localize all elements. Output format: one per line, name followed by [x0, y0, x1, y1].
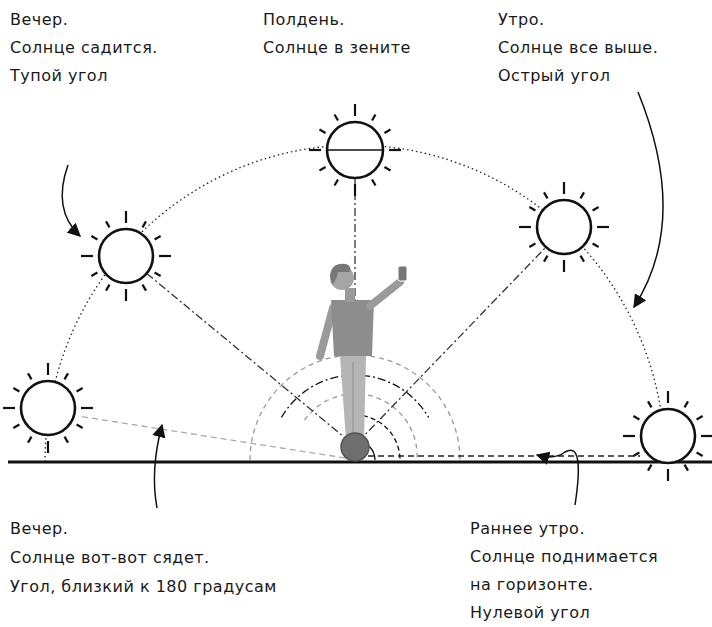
leader-arrow	[537, 450, 578, 505]
leader-arrow	[634, 92, 663, 307]
annotation-text: Солнце в зените	[263, 38, 411, 58]
sun-symbol	[519, 182, 609, 272]
sun-symbol	[309, 104, 401, 196]
angle-arc	[250, 355, 460, 460]
annotation-text: Солнце поднимается	[470, 547, 658, 567]
sight-line	[358, 245, 548, 442]
annotation-text: Солнце садится.	[10, 38, 158, 58]
annotation-text: Нулевой угол	[470, 603, 590, 623]
sun-symbol	[3, 363, 93, 453]
annotation-text: на горизонте.	[470, 575, 594, 595]
angle-arc	[369, 446, 375, 460]
annotation-text: Угол, близкий к 180 градусам	[10, 577, 277, 597]
annotation-text: Утро.	[498, 10, 545, 30]
annotation-text: Полдень.	[263, 10, 345, 30]
sun-symbol	[81, 211, 171, 301]
annotation-text: Раннее утро.	[470, 519, 585, 539]
annotation-text: Острый угол	[498, 66, 610, 86]
annotation-text: Солнце вот-вот сядет.	[10, 548, 210, 568]
annotation-text: Солнце все выше.	[498, 38, 658, 58]
person-figure	[320, 264, 407, 461]
sun-path	[45, 145, 665, 462]
annotation-text: Вечер.	[10, 10, 68, 30]
leader-arrow	[154, 425, 162, 508]
sight-line	[78, 416, 345, 458]
annotation-text: Вечер.	[10, 519, 68, 539]
sight-line	[368, 455, 640, 456]
sun-symbol	[623, 391, 712, 481]
ground-line	[8, 461, 712, 464]
sight-line	[145, 272, 350, 442]
annotation-text: Тупой угол	[10, 66, 108, 86]
leader-arrow	[62, 165, 80, 236]
